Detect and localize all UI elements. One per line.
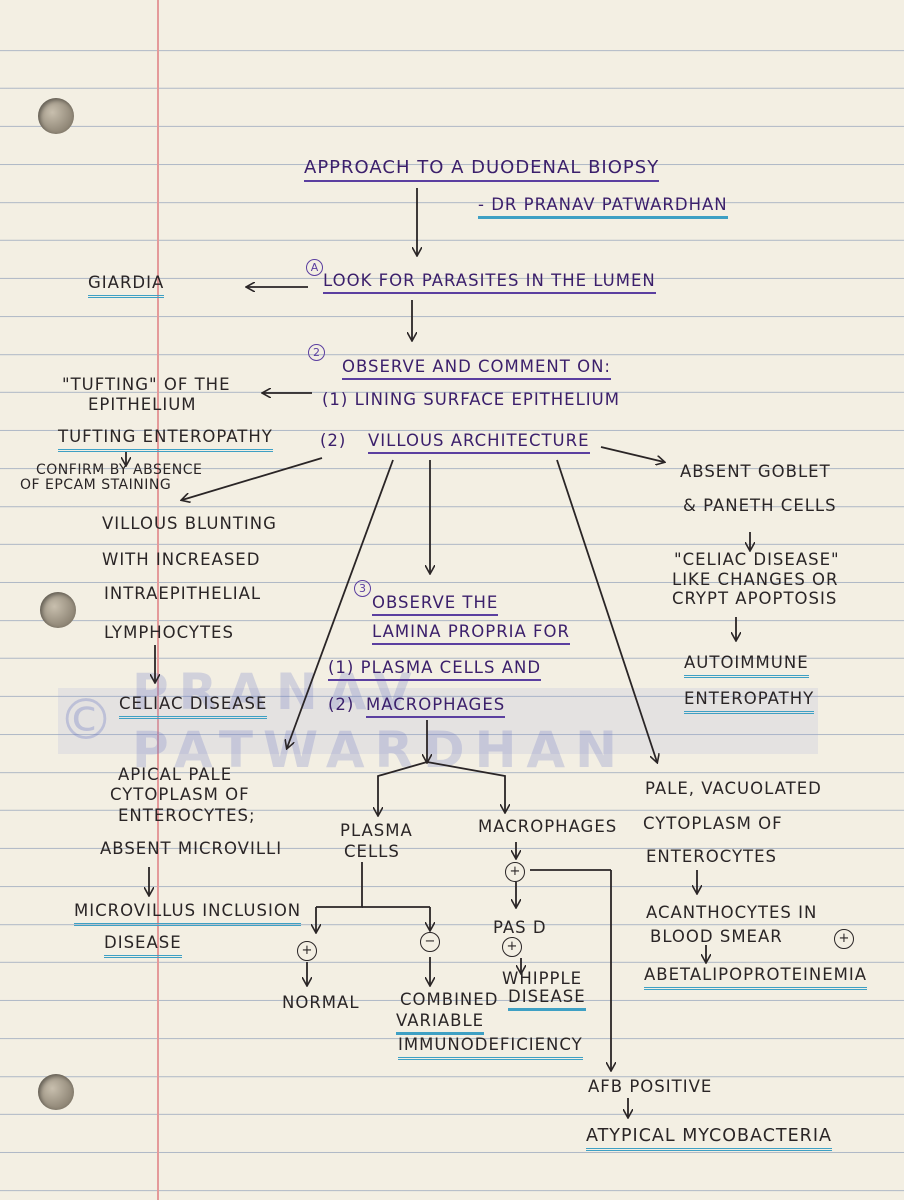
microvillus-line3: ENTEROCYTES; bbox=[118, 806, 256, 825]
step-c-item2-num: (2) bbox=[328, 695, 355, 714]
result-normal: NORMAL bbox=[282, 993, 360, 1012]
branch-line bbox=[426, 761, 506, 788]
step-b-item2-num: (2) bbox=[320, 431, 347, 450]
step-a-text: LOOK FOR PARASITES IN THE LUMEN bbox=[323, 271, 656, 294]
step-c-line2: LAMINA PROPRIA FOR bbox=[372, 622, 570, 645]
arrow bbox=[556, 459, 657, 762]
abeta-line1: PALE, VACUOLATED bbox=[645, 779, 822, 798]
step-b-heading: OBSERVE AND COMMENT ON: bbox=[342, 357, 611, 380]
diagnosis-autoimmune: AUTOIMMUNE bbox=[684, 653, 809, 678]
diagnosis-atypical-mycobacteria: ATYPICAL MYCOBACTERIA bbox=[586, 1126, 832, 1152]
page-title: APPROACH TO A DUODENAL BIOPSY bbox=[304, 157, 660, 182]
goblet-line4: LIKE CHANGES OR bbox=[672, 570, 839, 589]
afb-positive: AFB POSITIVE bbox=[588, 1077, 713, 1096]
cvid-line1: COMBINED bbox=[400, 990, 499, 1009]
macrophage-positive-icon: + bbox=[505, 862, 525, 882]
diagnosis-microvillus: MICROVILLUS INCLUSION bbox=[74, 901, 302, 926]
celiac-line3: INTRAEPITHELIAL bbox=[104, 584, 262, 603]
punch-hole bbox=[38, 98, 74, 134]
step-marker-b: 2 bbox=[308, 344, 325, 361]
step-marker-a: A bbox=[306, 259, 323, 276]
step-b-item2: VILLOUS ARCHITECTURE bbox=[368, 431, 590, 454]
acanthocyte-positive-icon: + bbox=[834, 929, 854, 949]
goblet-line1: ABSENT GOBLET bbox=[680, 462, 831, 481]
arrow bbox=[600, 446, 664, 462]
abeta-line4: ACANTHOCYTES IN bbox=[646, 903, 818, 922]
macrophages-label: MACROPHAGES bbox=[478, 817, 618, 836]
tufting-confirm1: CONFIRM BY ABSENCE bbox=[36, 462, 203, 478]
punch-hole bbox=[38, 1074, 74, 1110]
diagnosis-enteropathy: ENTEROPATHY bbox=[684, 689, 815, 714]
diagnosis-giardia: GIARDIA bbox=[88, 273, 165, 298]
abeta-line2: CYTOPLASM OF bbox=[643, 814, 783, 833]
goblet-line2: & PANETH CELLS bbox=[683, 496, 837, 515]
arrow bbox=[287, 459, 394, 748]
tufting-confirm2: OF EPCAM STAINING bbox=[20, 477, 172, 493]
diagnosis-tufting-enteropathy: TUFTING ENTEROPATHY bbox=[58, 427, 273, 452]
diagnosis-cvid: IMMUNODEFICIENCY bbox=[398, 1035, 583, 1060]
microvillus-line2: CYTOPLASM OF bbox=[110, 785, 250, 804]
plasma-positive-icon: + bbox=[297, 941, 317, 961]
tufting-line2: EPITHELIUM bbox=[88, 395, 197, 414]
goblet-line3: "CELIAC DISEASE" bbox=[674, 550, 840, 569]
diagnosis-abetalipoproteinemia: ABETALIPOPROTEINEMIA bbox=[644, 965, 868, 990]
plasma-line2: CELLS bbox=[344, 842, 400, 861]
step-c-item1: (1) PLASMA CELLS AND bbox=[328, 658, 542, 681]
plasma-line1: PLASMA bbox=[340, 821, 413, 840]
step-marker-c: 3 bbox=[354, 580, 371, 597]
microvillus-line4: ABSENT MICROVILLI bbox=[100, 839, 283, 858]
whipple-line1: WHIPPLE bbox=[502, 969, 583, 988]
copyright-icon: © bbox=[58, 688, 114, 753]
branch-line bbox=[377, 761, 428, 788]
abeta-line3: ENTEROCYTES bbox=[646, 847, 778, 866]
watermark-text: PRANAV PATWARDHAN bbox=[132, 663, 627, 779]
celiac-line2: WITH INCREASED bbox=[102, 550, 261, 569]
branch-line bbox=[316, 862, 363, 908]
diagnosis-celiac-disease: CELIAC DISEASE bbox=[119, 694, 268, 719]
tufting-line1: "TUFTING" OF THE bbox=[62, 375, 231, 394]
author: - DR PRANAV PATWARDHAN bbox=[478, 195, 728, 219]
punch-hole bbox=[40, 592, 76, 628]
abeta-line5: BLOOD SMEAR bbox=[650, 927, 783, 946]
step-c-line1: OBSERVE THE bbox=[372, 593, 499, 616]
arrow bbox=[182, 457, 323, 500]
step-c-item2: MACROPHAGES bbox=[366, 695, 506, 718]
margin-line bbox=[157, 0, 159, 1200]
microvillus-line1: APICAL PALE bbox=[118, 765, 233, 784]
watermark: © PRANAV PATWARDHAN bbox=[58, 663, 818, 779]
pasd-positive-icon: + bbox=[502, 937, 522, 957]
pasd-label: PAS D bbox=[493, 918, 547, 937]
diagnosis-whipple: DISEASE bbox=[508, 987, 586, 1011]
celiac-line1: VILLOUS BLUNTING bbox=[102, 514, 277, 533]
celiac-line4: LYMPHOCYTES bbox=[104, 623, 234, 642]
diagnosis-microvillus-disease: DISEASE bbox=[104, 933, 182, 958]
cvid-line2: VARIABLE bbox=[396, 1011, 485, 1035]
goblet-line5: CRYPT APOPTOSIS bbox=[672, 589, 838, 608]
step-b-item1: (1) LINING SURFACE EPITHELIUM bbox=[322, 390, 620, 409]
plasma-negative-icon: − bbox=[420, 932, 440, 952]
